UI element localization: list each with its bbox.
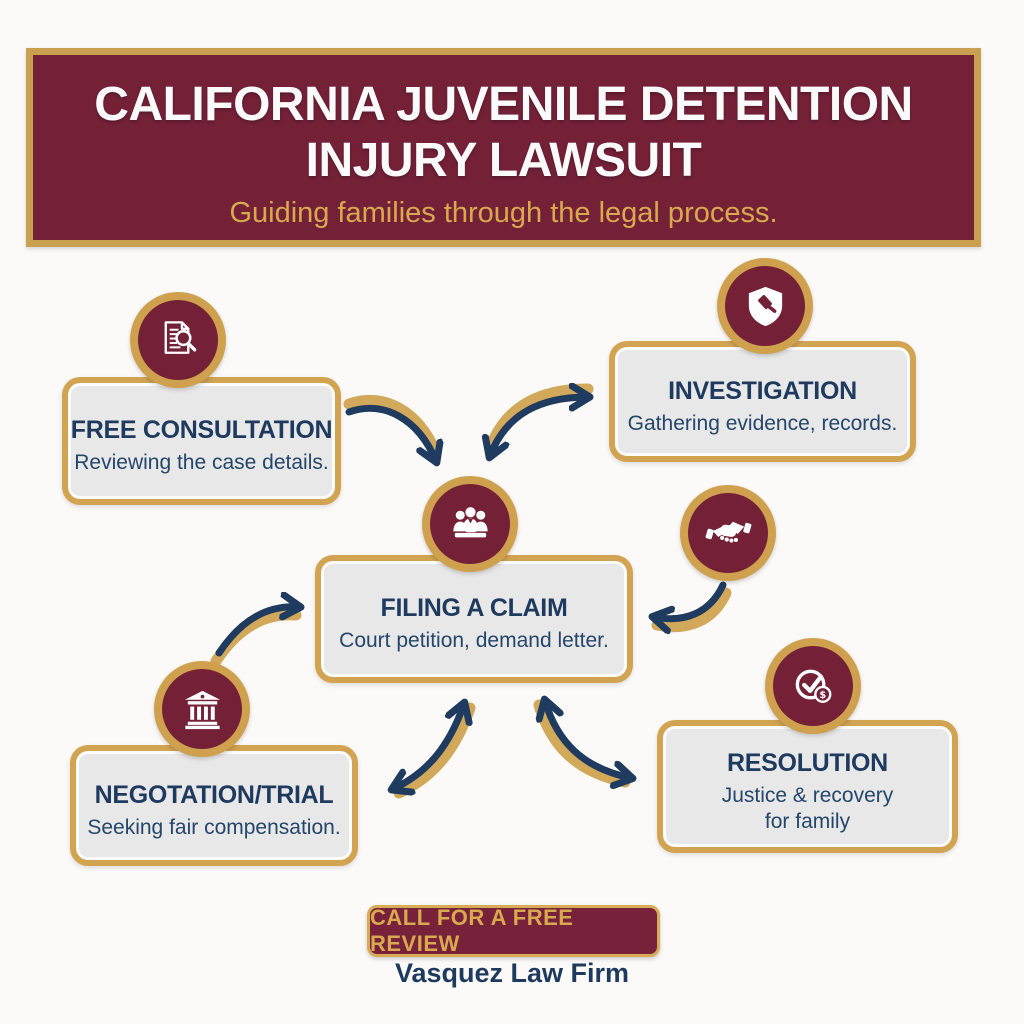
badge-core: $ [773, 646, 853, 726]
arrow-gold-consult-to-filing [343, 394, 442, 459]
step-box-negotiation-trial: NEGOTATION/TRIAL Seeking fair compensati… [70, 745, 358, 866]
step-description-line2: for family [764, 809, 851, 833]
page-title: CALIFORNIA JUVENILE DETENTION INJURY LAW… [33, 77, 974, 189]
step-box-filing-a-claim: FILING A CLAIM Court petition, demand le… [315, 555, 633, 683]
page-subtitle: Guiding families through the legal proce… [229, 197, 778, 229]
check-dollar-icon: $ [795, 669, 831, 703]
arrow-handshake-to-filing [654, 581, 727, 619]
arrow-gold-handshake-to-filing [651, 587, 732, 633]
step-box-resolution: RESOLUTION Justice & recovery for family [657, 720, 958, 853]
step-box-free-consultation: FREE CONSULTATION Reviewing the case det… [62, 377, 341, 505]
step-description-line1: Justice & recovery [721, 783, 894, 807]
badge-core [162, 669, 242, 749]
arrow-gold-negotiation-to-filing [210, 609, 302, 667]
firm-name: Vasquez Law Firm [394, 958, 630, 988]
step-description: Gathering evidence, records. [627, 411, 898, 435]
arrow-negotiation-to-filing [215, 607, 299, 657]
cta-button[interactable]: CALL FOR A FREE REVIEW [367, 905, 660, 957]
shield-gavel-icon [748, 286, 782, 326]
step-box-investigation: INVESTIGATION Gathering evidence, record… [609, 341, 916, 462]
badge-core [725, 266, 805, 346]
badge-core [688, 493, 768, 573]
legal-team-icon [452, 506, 488, 537]
step-description: Justice & recovery for family [722, 783, 894, 835]
handshake-icon [705, 521, 751, 543]
badge-core [430, 484, 510, 564]
header-banner: CALIFORNIA JUVENILE DETENTION INJURY LAW… [26, 48, 981, 247]
badge-core [138, 300, 218, 380]
resolution-badge: $ [765, 638, 861, 734]
step-title: RESOLUTION [727, 748, 888, 777]
arrow-filing-negotiation [393, 704, 464, 789]
arrow-gold-filing-negotiation [393, 702, 476, 799]
step-title: NEGOTATION/TRIAL [94, 780, 334, 809]
arrow-gold-filing-resolution [533, 699, 631, 788]
arrow-filing-investigation [490, 397, 588, 456]
step-title: FREE CONSULTATION [70, 416, 333, 444]
document-search-icon [164, 320, 196, 354]
courthouse-icon [184, 690, 220, 729]
investigation-badge [717, 258, 813, 354]
page-title-line1: CALIFORNIA JUVENILE DETENTION [94, 78, 913, 131]
step-title: FILING A CLAIM [380, 594, 568, 622]
arrow-gold-filing-investigation [484, 383, 594, 454]
arrow-filing-resolution [545, 701, 631, 778]
step-description: Court petition, demand letter. [339, 629, 609, 652]
step-title: INVESTIGATION [668, 376, 857, 405]
negotiation-trial-badge [154, 661, 250, 757]
free-consultation-badge [130, 292, 226, 388]
svg-text:$: $ [819, 690, 826, 701]
page-title-line2: INJURY LAWSUIT [305, 134, 702, 187]
filing-a-claim-badge [422, 476, 518, 572]
step-description: Seeking fair compensation. [87, 815, 341, 839]
arrow-consult-to-filing [345, 404, 436, 461]
handshake-badge [680, 485, 776, 581]
step-description: Reviewing the case details. [74, 451, 329, 474]
